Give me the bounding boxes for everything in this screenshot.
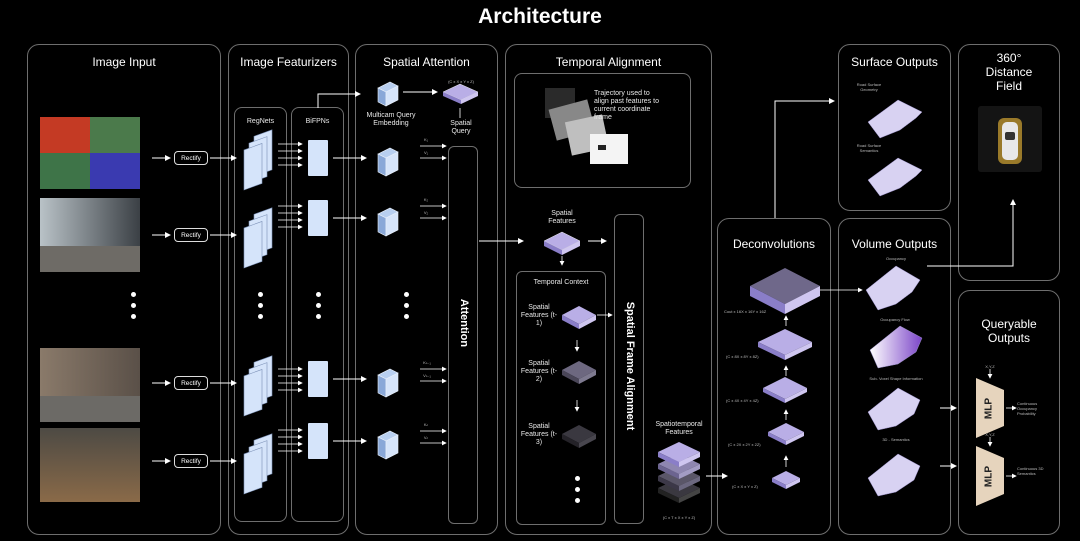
surface-semantics-label: Road Surface Semantics <box>856 143 882 153</box>
k2-label: K₂ <box>423 197 429 202</box>
context-slab-t2 <box>562 361 596 384</box>
context-slab-t3 <box>562 425 596 448</box>
kv-cubes <box>377 81 399 460</box>
kn-label: Kₙ <box>423 422 429 427</box>
camera-image-1 <box>40 117 140 189</box>
spatiotemporal-dims: (C x T x X x Y x Z) <box>662 515 696 520</box>
vn-1-label: Vₙ₋₁ <box>423 373 431 378</box>
panel-distance-field: 360° Distance Field <box>958 44 1060 281</box>
panel-title: Volume Outputs <box>851 237 938 251</box>
xyz-label-2: X,Y,Z <box>985 432 995 437</box>
attention-block: Attention <box>448 146 478 524</box>
vn-label: Vₙ <box>423 435 429 440</box>
deconv-dim-2: (C x 8X x 8Y x 8Z) <box>726 354 759 359</box>
panel-title: Spatial Attention <box>383 55 470 69</box>
regnets-label: RegNets <box>246 118 275 125</box>
volume-item-subvoxel: Sub- Voxel Shape Information <box>869 376 923 381</box>
rectify-box-2: Rectify <box>174 228 208 242</box>
query-embedding-label: Multicam Query Embedding <box>366 112 416 127</box>
bifpn-block <box>308 361 328 397</box>
v2-label: V₂ <box>423 210 429 215</box>
spatial-query-slab <box>442 83 479 104</box>
frame-alignment-block: Spatial Frame Alignment <box>614 214 644 524</box>
panel-volume-outputs: Volume Outputs <box>838 218 951 535</box>
panel-image-featurizers: Image Featurizers <box>228 44 349 535</box>
panel-image-input: Image Input <box>27 44 221 535</box>
context-item-t1: Spatial Features (t-1) <box>520 304 558 327</box>
bifpns-label: BiFPNs <box>305 118 330 125</box>
context-slab-t1 <box>562 306 596 329</box>
trajectory-box <box>514 73 691 188</box>
regnet-stacks <box>243 129 273 495</box>
deconv-dim-3: (C x 4X x 4Y x 4Z) <box>726 398 759 403</box>
spatial-query-label: Spatial Query <box>450 120 472 135</box>
surface-sheets <box>867 99 923 197</box>
panel-title: Deconvolutions <box>732 237 816 251</box>
spatial-features-label: Spatial Features <box>548 210 576 225</box>
rectify-box-4: Rectify <box>174 454 208 468</box>
output-3d-semantics: Continuous 3D Semantics <box>1017 466 1044 476</box>
v1-label: V₁ <box>423 150 429 155</box>
mlp-2-shape <box>976 446 1004 506</box>
spatiotemporal-stack <box>658 442 700 503</box>
deconv-dim-1: Cout x 16X x 16Y x 16Z <box>724 309 767 314</box>
page-title: Architecture <box>478 5 602 28</box>
panel-queryable-outputs: Queryable Outputs <box>958 290 1060 535</box>
output-occupancy-probability: Continuous Occupancy Probability <box>1017 401 1038 416</box>
mlp-1-label: MLP <box>983 397 995 420</box>
deconv-pyramid <box>750 268 820 489</box>
panel-temporal-alignment: Temporal Alignment <box>505 44 712 535</box>
temporal-context-box: Temporal Context <box>516 271 606 525</box>
panel-title: Temporal Alignment <box>555 55 662 69</box>
spatiotemporal-label: Spatiotemporal Features <box>655 421 703 436</box>
surface-geometry-label: Road Surface Geometry <box>856 82 882 92</box>
panel-surface-outputs: Surface Outputs <box>838 44 951 211</box>
bifpn-block <box>308 423 328 459</box>
bifpn-block <box>308 200 328 236</box>
volume-sheets <box>865 265 923 497</box>
mlp-1-shape <box>976 378 1004 438</box>
rectify-box-3: Rectify <box>174 376 208 390</box>
panel-title: Image Input <box>92 55 156 69</box>
camera-image-4 <box>40 428 140 502</box>
context-item-t3: Spatial Features (t-3) <box>520 423 558 446</box>
regnets-box: RegNets <box>234 107 287 522</box>
spatial-features-slab <box>543 231 581 255</box>
deconv-dim-5: (C x X x Y x Z) <box>732 484 758 489</box>
panel-title: Image Featurizers <box>240 55 337 69</box>
mlp-2-label: MLP <box>983 465 995 488</box>
k1-label: K₁ <box>423 137 429 142</box>
kn-1-label: Kₙ₋₁ <box>423 360 431 365</box>
panel-title: Queryable Outputs <box>981 317 1037 345</box>
deconv-dim-4: (C x 2X x 2Y x 2Z) <box>728 442 761 447</box>
panel-title: Surface Outputs <box>851 55 938 69</box>
volume-item-semantics: 3D - Semantics <box>882 437 910 442</box>
volume-item-flow: Occupancy Flow <box>880 317 910 322</box>
distance-field-render <box>978 106 1042 172</box>
rectify-box-1: Rectify <box>174 151 208 165</box>
xyz-label-1: X,Y,Z <box>985 364 995 369</box>
trajectory-frames <box>545 88 628 164</box>
context-item-t2: Spatial Features (t-2) <box>520 360 558 383</box>
panel-spatial-attention: Spatial Attention <box>355 44 498 535</box>
query-dims-label: (C x X x Y x Z) <box>448 79 474 84</box>
bifpn-block <box>308 140 328 176</box>
trajectory-note: Trajectory used to align past features t… <box>594 90 659 121</box>
volume-item-occupancy: Occupancy <box>885 256 906 261</box>
panel-title: 360° Distance Field <box>985 51 1033 93</box>
temporal-context-label: Temporal Context <box>533 279 589 286</box>
panel-deconvolutions: Deconvolutions <box>717 218 831 535</box>
